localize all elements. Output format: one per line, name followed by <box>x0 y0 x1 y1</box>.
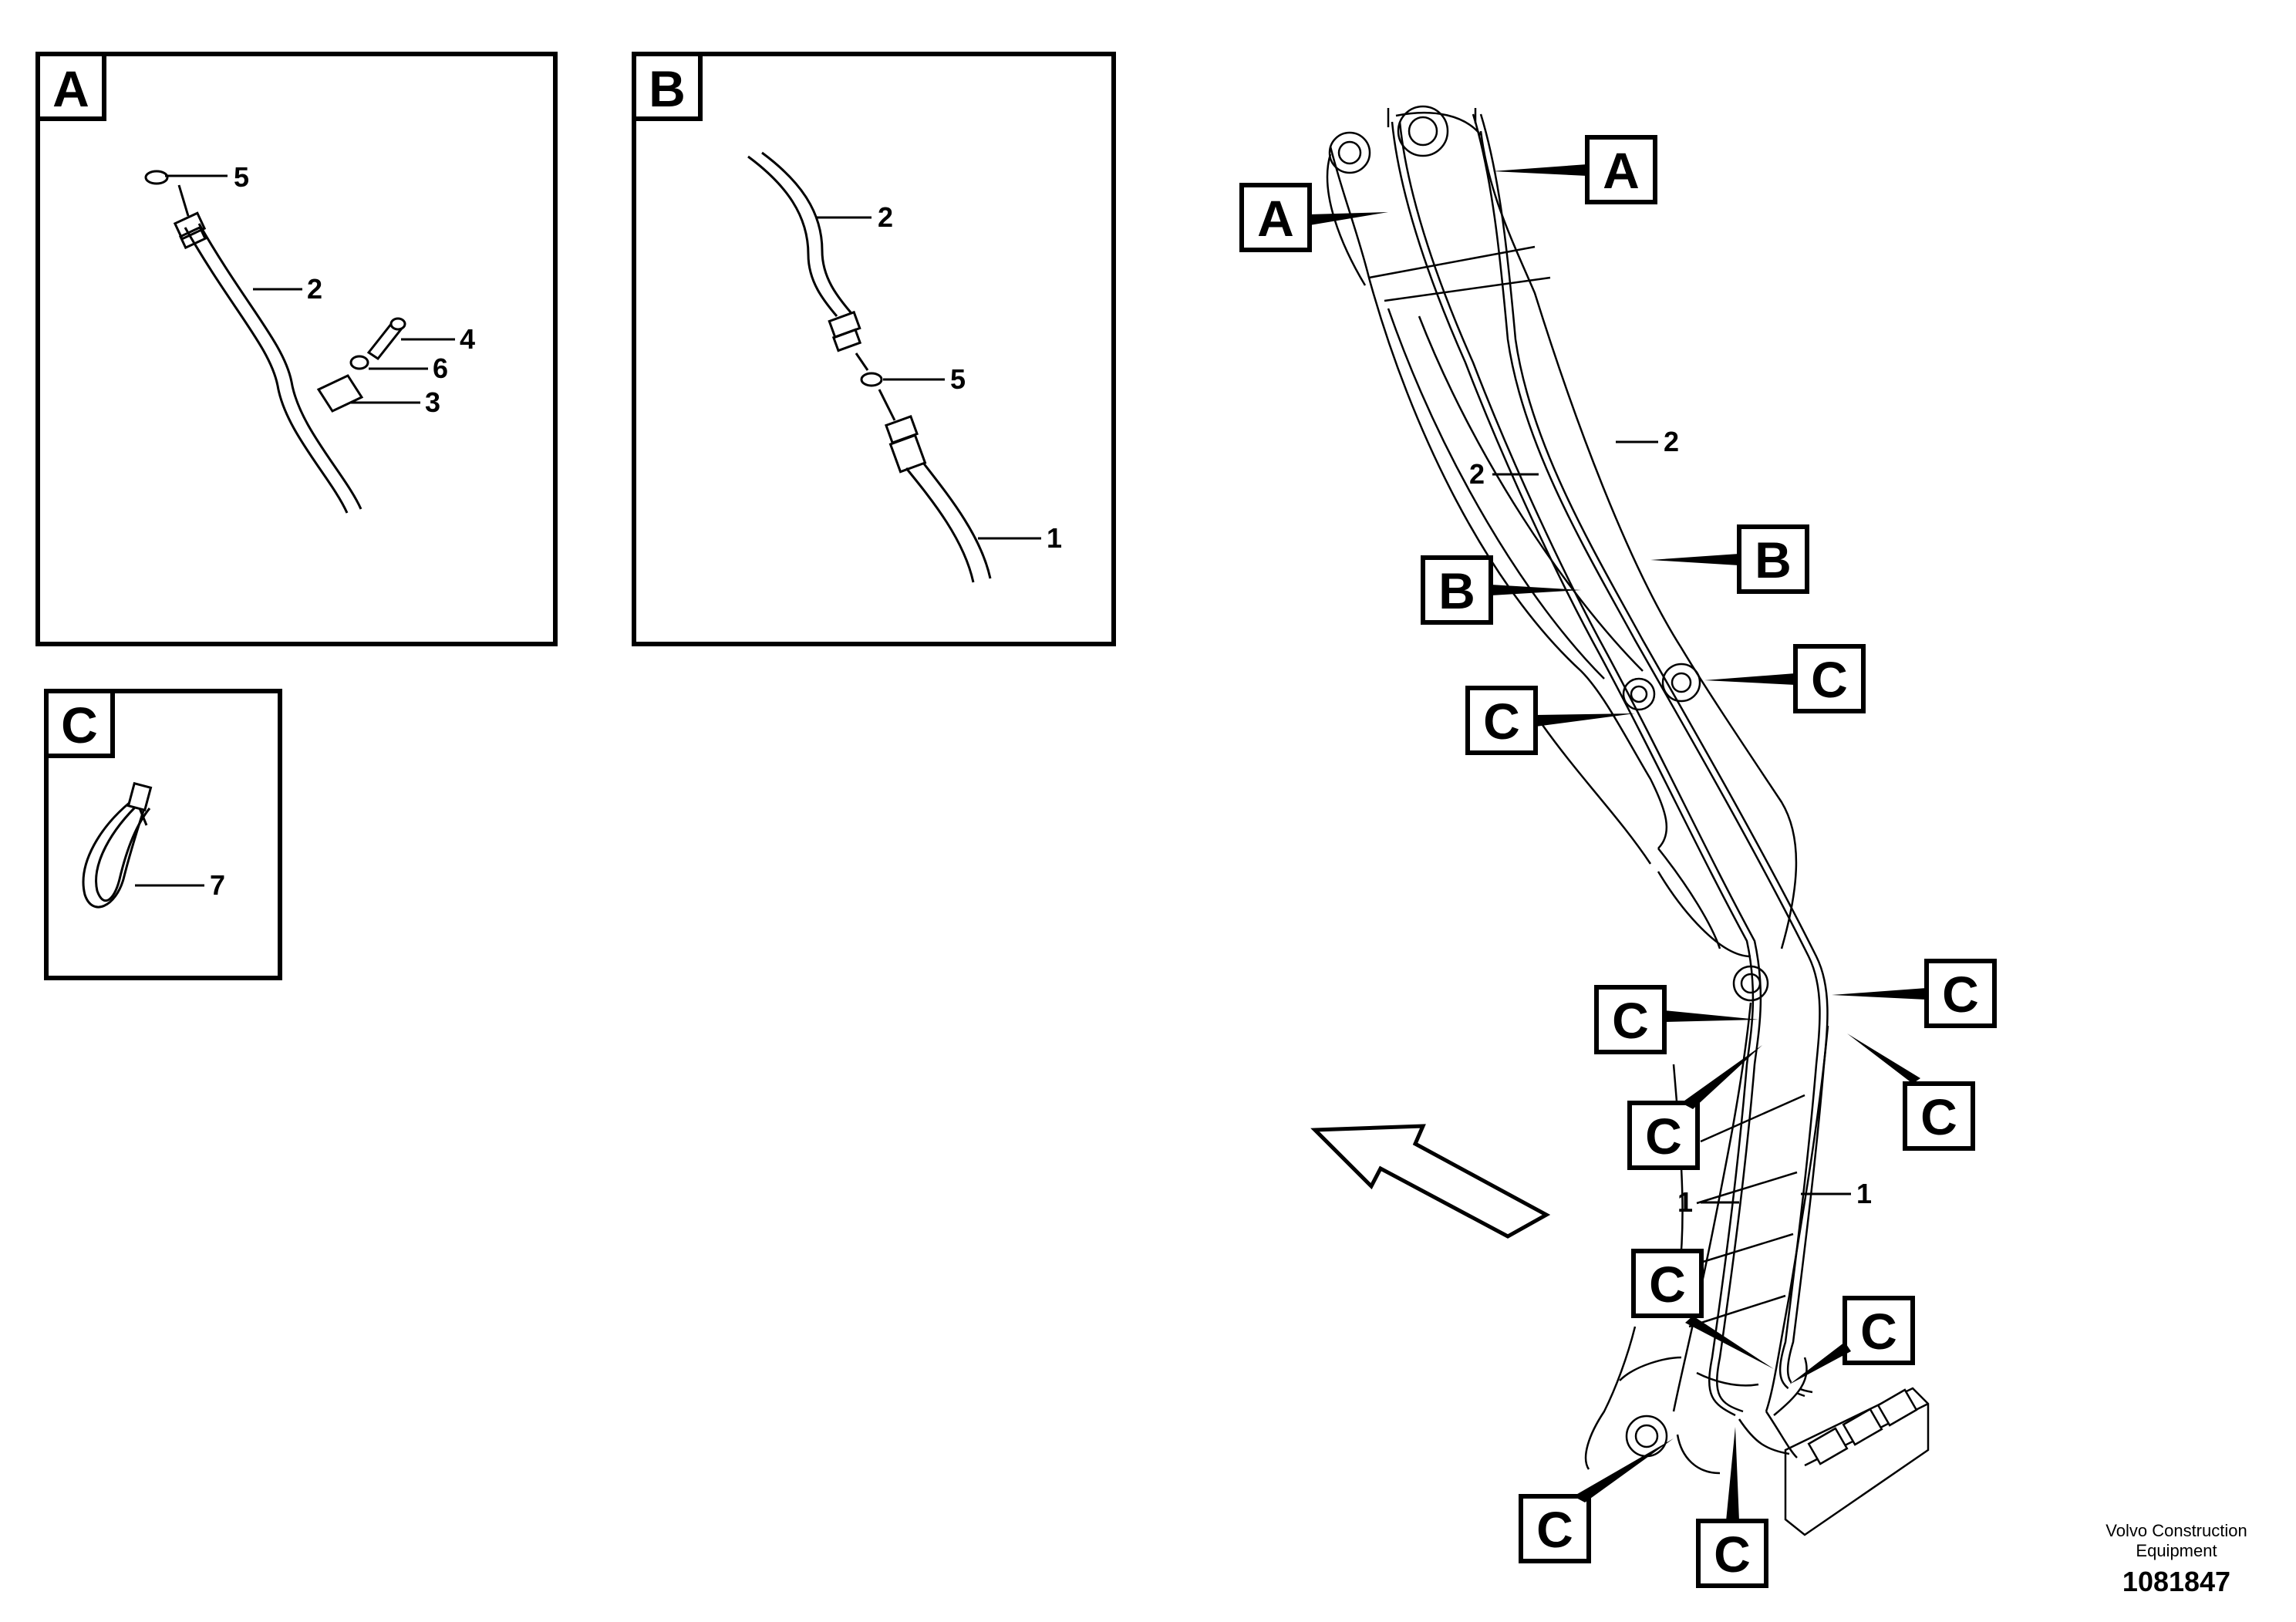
item-label-2: 2 <box>1469 458 1485 490</box>
svg-text:B: B <box>1438 562 1475 619</box>
hose-detail-b <box>747 151 992 583</box>
svg-text:C: C <box>1645 1108 1682 1165</box>
callout-c-10: C <box>1696 1427 1768 1588</box>
callout-c-2: C <box>1465 686 1635 755</box>
callouts: A A B B C C <box>1239 135 1997 1588</box>
svg-text:C: C <box>1811 651 1848 708</box>
svg-text:C: C <box>1860 1303 1897 1360</box>
callout-c-5: C <box>1627 1045 1762 1170</box>
detail-panel-a: A 5 2 4 6 3 <box>35 52 558 646</box>
item-label-6: 6 <box>433 352 448 384</box>
detail-panel-c: C 7 <box>44 689 282 980</box>
item-label-2: 2 <box>1664 426 1679 457</box>
callout-c-6: C <box>1847 1034 1975 1151</box>
svg-text:C: C <box>1536 1501 1573 1558</box>
boom-arm-assembly <box>1326 105 1829 1470</box>
svg-text:C: C <box>1483 693 1520 750</box>
item-label-1: 1 <box>1677 1186 1693 1218</box>
manufacturer-name-line2: Equipment <box>2136 1541 2217 1560</box>
svg-text:B: B <box>1755 531 1792 588</box>
item-label-2: 2 <box>307 273 322 305</box>
svg-text:A: A <box>1257 190 1294 247</box>
panel-b-letter: B <box>649 60 686 117</box>
o-ring-icon <box>860 372 883 387</box>
o-ring-icon <box>144 170 169 185</box>
svg-text:C: C <box>1920 1088 1957 1145</box>
callout-b-left: B <box>1421 555 1581 625</box>
svg-text:A: A <box>1603 142 1640 199</box>
cable-tie-icon <box>82 781 153 909</box>
drawing-number: 1081847 <box>2122 1566 2230 1597</box>
panel-a-letter: A <box>52 60 89 117</box>
item-label-1: 1 <box>1856 1178 1872 1209</box>
svg-text:C: C <box>1649 1256 1686 1313</box>
clamp-icon <box>316 317 406 413</box>
hose-lines <box>1387 108 1829 1417</box>
item-label-4: 4 <box>460 323 475 355</box>
item-label-5: 5 <box>234 161 249 193</box>
item-label-3: 3 <box>425 386 440 418</box>
callout-c-9: C <box>1519 1438 1674 1563</box>
callout-c-8: C <box>1789 1296 1915 1384</box>
detail-panel-b: B 2 5 1 <box>632 52 1116 646</box>
callout-c-3: C <box>1594 985 1758 1054</box>
item-label-5: 5 <box>950 363 966 395</box>
svg-text:C: C <box>1942 966 1979 1023</box>
panel-c-letter: C <box>61 696 98 754</box>
item-label-1: 1 <box>1047 522 1062 554</box>
svg-text:C: C <box>1714 1526 1751 1583</box>
hose-detail-a <box>173 184 362 514</box>
control-valve-block <box>1676 1357 1930 1536</box>
callout-c-1: C <box>1704 644 1866 713</box>
callout-a-left: A <box>1239 183 1388 252</box>
svg-text:C: C <box>1612 992 1649 1049</box>
callout-a-right: A <box>1492 135 1657 204</box>
item-label-7: 7 <box>210 869 225 901</box>
item-label-2: 2 <box>878 201 893 233</box>
callout-b-right: B <box>1650 524 1809 594</box>
direction-arrow-icon <box>1310 1124 1551 1239</box>
callout-c-7: C <box>1631 1249 1774 1369</box>
manufacturer-name: Volvo Construction <box>2106 1521 2247 1540</box>
callout-c-4: C <box>1832 959 1997 1028</box>
